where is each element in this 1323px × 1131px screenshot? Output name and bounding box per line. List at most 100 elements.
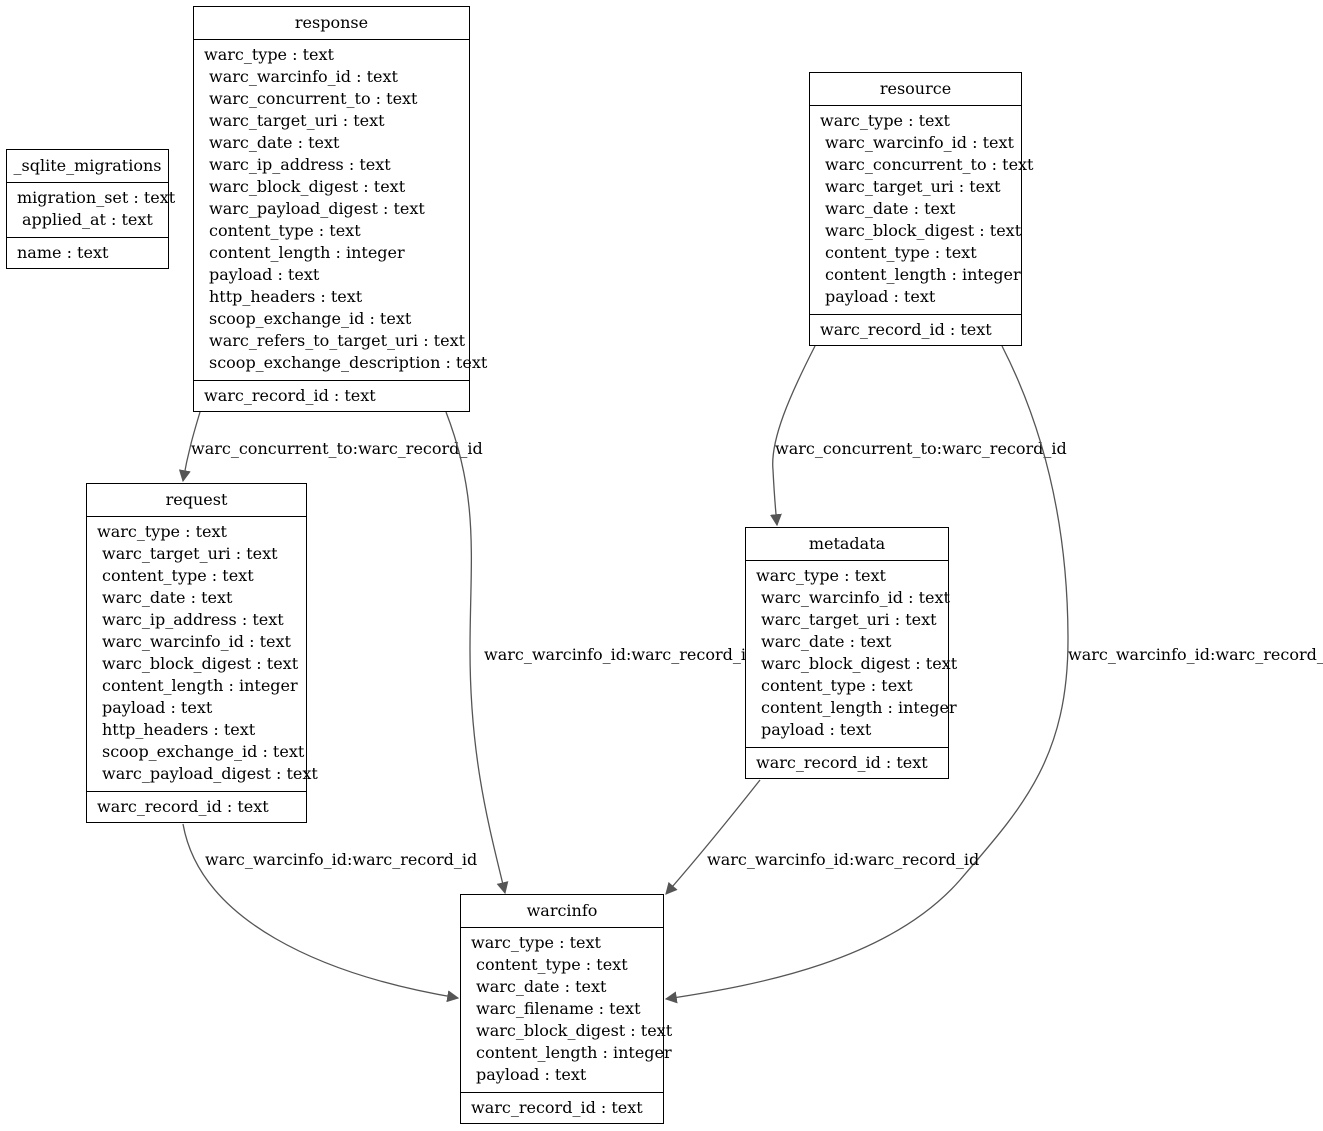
field-list: migration_set : text applied_at : text (7, 183, 176, 237)
edge-response-request: warc_concurrent_to:warc_record_id (178, 411, 483, 483)
table-resource: resource warc_type : text warc_warcinfo_i… (809, 72, 1034, 346)
column-field: warc_block_digest : text (102, 654, 299, 673)
column-field: warc_concurrent_to : text (209, 89, 418, 108)
field-list: warc_type : text warc_warcinfo_id : text w… (746, 561, 958, 747)
column-field: name : text (17, 243, 109, 262)
column-field: warc_filename : text (476, 999, 641, 1018)
edge-request-warcinfo: warc_warcinfo_id:warc_record_id (182, 823, 477, 1003)
edge-line (769, 345, 816, 527)
edge-line (445, 411, 509, 895)
edge-line (182, 823, 460, 1003)
edge-line (178, 411, 201, 483)
table-title: request (87, 484, 306, 517)
column-field: warc_type : text (97, 522, 227, 541)
column-field: warc_type : text (204, 45, 334, 64)
column-field: warc_record_id : text (97, 797, 269, 816)
column-field: content_length : integer (102, 676, 298, 695)
column-field: payload : text (209, 265, 320, 284)
edge-line (664, 345, 1069, 1004)
edge-resource-warcinfo: warc_warcinfo_id:warc_record_id (664, 345, 1323, 1004)
column-field: warc_payload_digest : text (102, 764, 318, 783)
primary-key-section: warc_record_id : text (87, 791, 306, 822)
column-field: warc_date : text (209, 133, 340, 152)
column-field: warc_target_uri : text (209, 111, 385, 130)
column-field: warc_block_digest : text (476, 1021, 673, 1040)
column-field: scoop_exchange_id : text (209, 309, 412, 328)
column-field: content_type : text (209, 221, 361, 240)
column-field: warc_record_id : text (820, 320, 992, 339)
table-response: response warc_type : text warc_warcinfo_i… (193, 6, 488, 412)
table-request: request warc_type : text warc_target_uri … (86, 483, 318, 823)
primary-key-section: warc_record_id : text (746, 747, 948, 778)
table-title: metadata (746, 528, 948, 561)
column-field: warc_type : text (471, 933, 601, 952)
edge-metadata-warcinfo: warc_warcinfo_id:warc_record_id (665, 779, 979, 895)
column-field: content_length : integer (825, 265, 1021, 284)
column-field: warc_warcinfo_id : text (209, 67, 398, 86)
column-field: warc_concurrent_to : text (825, 155, 1034, 174)
edge-label: warc_warcinfo_id:warc_record_id (484, 645, 756, 664)
primary-key-section: warc_record_id : text (461, 1092, 663, 1123)
column-field: warc_payload_digest : text (209, 199, 425, 218)
column-field: payload : text (102, 698, 213, 717)
column-field: warc_target_uri : text (102, 544, 278, 563)
column-field: warc_ip_address : text (209, 155, 391, 174)
table-title: resource (810, 73, 1021, 106)
edge-label: warc_warcinfo_id:warc_record_id (205, 850, 477, 869)
column-field: warc_warcinfo_id : text (825, 133, 1014, 152)
column-field: http_headers : text (209, 287, 363, 306)
column-field: warc_date : text (476, 977, 607, 996)
edge-label: warc_concurrent_to:warc_record_id (775, 439, 1067, 458)
edge-resource-metadata: warc_concurrent_to:warc_record_id (769, 345, 1067, 527)
column-field: warc_ip_address : text (102, 610, 284, 629)
column-field: warc_target_uri : text (825, 177, 1001, 196)
column-field: payload : text (825, 287, 936, 306)
column-field: content_length : integer (209, 243, 405, 262)
column-field: http_headers : text (102, 720, 256, 739)
column-field: scoop_exchange_description : text (209, 353, 488, 372)
column-field: warc_date : text (825, 199, 956, 218)
table-metadata: metadata warc_type : text warc_warcinfo_i… (745, 527, 958, 779)
column-field: content_length : integer (761, 698, 957, 717)
edge-line (665, 779, 761, 895)
column-field: content_type : text (102, 566, 254, 585)
primary-key-section: warc_record_id : text (810, 314, 1021, 345)
primary-key-section: name : text (7, 237, 168, 268)
column-field: warc_target_uri : text (761, 610, 937, 629)
column-field: migration_set : text (17, 188, 176, 207)
column-field: warc_date : text (761, 632, 892, 651)
column-field: applied_at : text (22, 210, 153, 229)
column-field: content_type : text (825, 243, 977, 262)
table-title: response (194, 7, 469, 40)
column-field: warc_record_id : text (756, 753, 928, 772)
primary-key-section: warc_record_id : text (194, 380, 469, 411)
column-field: warc_block_digest : text (209, 177, 406, 196)
column-field: warc_type : text (756, 566, 886, 585)
field-list: warc_type : text warc_warcinfo_id : text w… (810, 106, 1034, 314)
column-field: warc_refers_to_target_uri : text (209, 331, 466, 350)
column-field: payload : text (761, 720, 872, 739)
table-title: warcinfo (461, 895, 663, 928)
edge-label: warc_warcinfo_id:warc_record_id (707, 850, 979, 869)
column-field: warc_warcinfo_id : text (761, 588, 950, 607)
column-field: warc_block_digest : text (761, 654, 958, 673)
edge-label: warc_warcinfo_id:warc_record_id (1068, 645, 1323, 664)
edge-label: warc_concurrent_to:warc_record_id (191, 439, 483, 458)
field-list: warc_type : text content_type : text warc_… (461, 928, 673, 1092)
column-field: content_length : integer (476, 1043, 672, 1062)
column-field: scoop_exchange_id : text (102, 742, 305, 761)
edge-response-warcinfo: warc_warcinfo_id:warc_record_id (445, 411, 756, 895)
column-field: payload : text (476, 1065, 587, 1084)
column-field: warc_type : text (820, 111, 950, 130)
table-title: _sqlite_migrations (7, 150, 168, 183)
column-field: warc_date : text (102, 588, 233, 607)
table-sqlite-migrations: _sqlite_migrations migration_set : text a… (6, 149, 176, 269)
column-field: warc_block_digest : text (825, 221, 1022, 240)
column-field: warc_warcinfo_id : text (102, 632, 291, 651)
column-field: content_type : text (761, 676, 913, 695)
table-warcinfo: warcinfo warc_type : text content_type : … (460, 894, 673, 1124)
field-list: warc_type : text warc_target_uri : text co… (87, 517, 318, 791)
column-field: warc_record_id : text (204, 386, 376, 405)
column-field: content_type : text (476, 955, 628, 974)
